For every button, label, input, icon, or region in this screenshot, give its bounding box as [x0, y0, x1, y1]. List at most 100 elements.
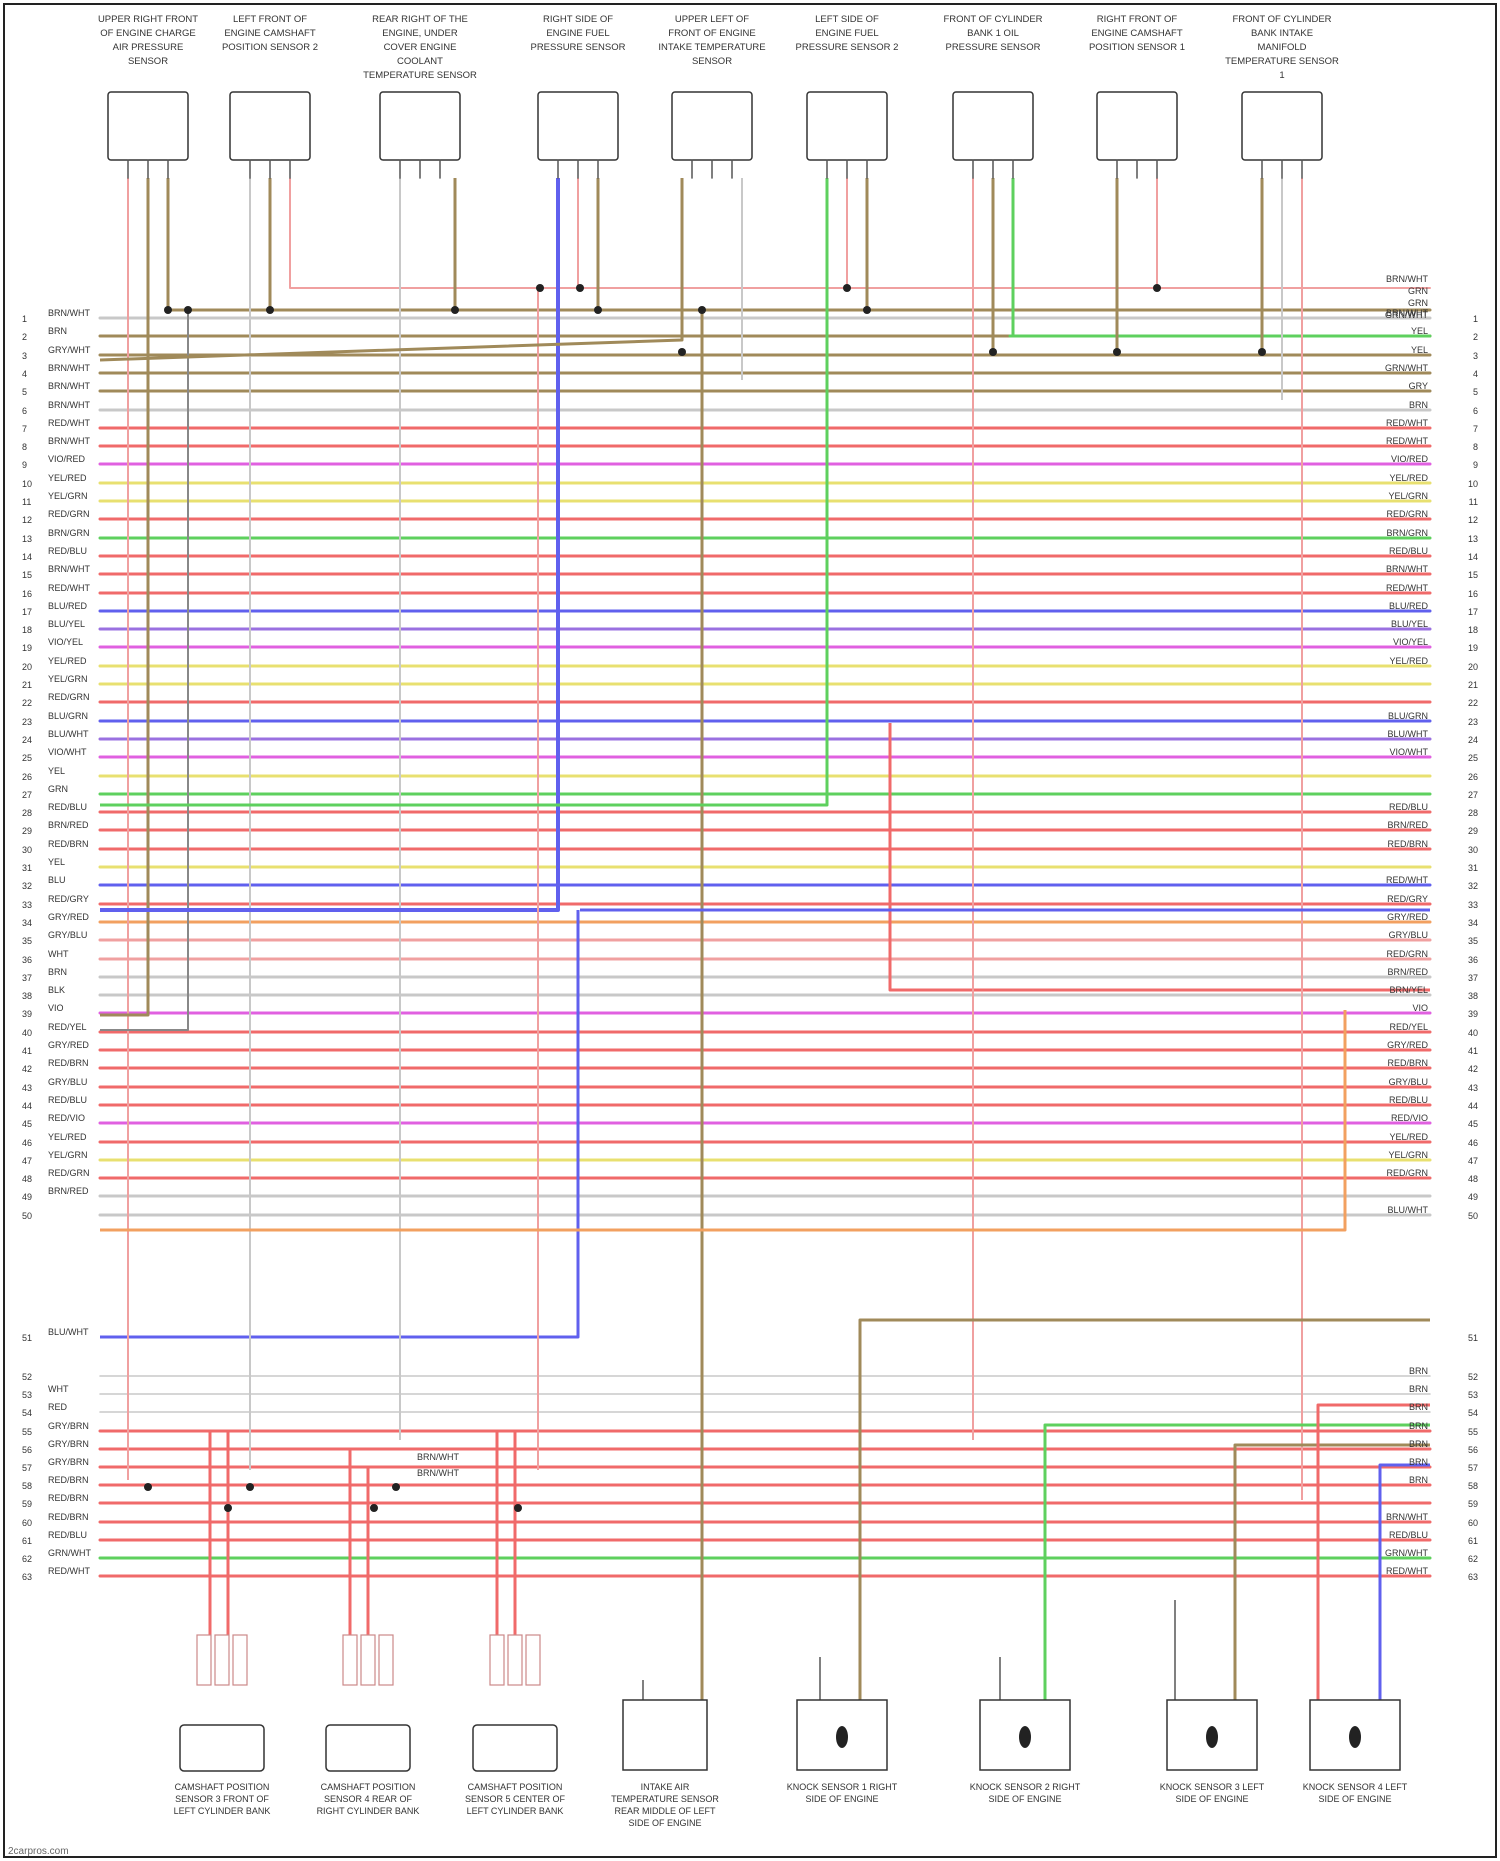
- right-wire-label: RED/WHT: [1386, 418, 1428, 428]
- left-wire-label: RED/BLU: [48, 1530, 87, 1540]
- row-number: 39: [22, 1009, 32, 1019]
- sensor-label: REAR RIGHT OF THE: [372, 14, 468, 25]
- row-number-right: 54: [1468, 1408, 1478, 1418]
- row-number-right: 34: [1468, 918, 1478, 928]
- sensor-label: UPPER LEFT OF: [675, 14, 749, 25]
- row-number: 17: [22, 607, 32, 617]
- right-wire-label: RED/WHT: [1386, 875, 1428, 885]
- left-wire-label: GRN/WHT: [48, 1548, 91, 1558]
- sensor-label: COVER ENGINE: [384, 42, 457, 53]
- sensor-label: SIDE OF ENGINE: [628, 1818, 701, 1828]
- splice-dot: [514, 1504, 522, 1512]
- sensor-label: KNOCK SENSOR 3 LEFT: [1160, 1782, 1265, 1792]
- row-number: 32: [22, 881, 32, 891]
- splice-dot: [246, 1483, 254, 1491]
- row-number: 60: [22, 1518, 32, 1528]
- row-number: 44: [22, 1101, 32, 1111]
- row-number: 40: [22, 1028, 32, 1038]
- row-number: 62: [22, 1554, 32, 1564]
- row-number: 57: [22, 1463, 32, 1473]
- right-wire-label: VIO/YEL: [1393, 637, 1428, 647]
- sensor-label: BANK 1 OIL: [967, 28, 1019, 39]
- left-wire-label: GRY/RED: [48, 912, 89, 922]
- row-number: 63: [22, 1572, 32, 1582]
- row-number-right: 2: [1473, 332, 1478, 342]
- left-wire-label: GRY/WHT: [48, 345, 91, 355]
- row-number: 50: [22, 1211, 32, 1221]
- row-number: 37: [22, 973, 32, 983]
- row-number: 52: [22, 1372, 32, 1382]
- row-number: 51: [22, 1333, 32, 1343]
- right-wire-label: BRN: [1409, 1402, 1428, 1412]
- row-number: 6: [22, 406, 27, 416]
- left-wire-label: WHT: [48, 949, 69, 959]
- row-number-right: 3: [1473, 351, 1478, 361]
- row-number-right: 29: [1468, 826, 1478, 836]
- right-wire-label: VIO/WHT: [1390, 747, 1429, 757]
- row-number-right: 46: [1468, 1138, 1478, 1148]
- row-number-right: 56: [1468, 1445, 1478, 1455]
- right-wire-label: GRN/WHT: [1385, 1548, 1428, 1558]
- left-wire-label: BLU/GRN: [48, 711, 88, 721]
- sensor-label: SIDE OF ENGINE: [1318, 1794, 1391, 1804]
- left-wire-label: RED/GRY: [48, 894, 89, 904]
- row-number: 4: [22, 369, 27, 379]
- left-wire-label: RED/VIO: [48, 1113, 85, 1123]
- row-number: 18: [22, 625, 32, 635]
- sensor-label: CAMSHAFT POSITION: [468, 1782, 563, 1792]
- splice-dot: [370, 1504, 378, 1512]
- left-wire-label: GRY/BLU: [48, 930, 87, 940]
- left-wire-label: BRN/WHT: [48, 400, 90, 410]
- top-sensor: LEFT FRONT OFENGINE CAMSHAFTPOSITION SEN…: [222, 14, 318, 178]
- sensor-box: [180, 1725, 264, 1771]
- right-wire-label: RED/BLU: [1389, 546, 1428, 556]
- row-number: 33: [22, 900, 32, 910]
- left-wire-label: BLU/WHT: [48, 1327, 89, 1337]
- row-number: 29: [22, 826, 32, 836]
- sensor-label: SIDE OF ENGINE: [1175, 1794, 1248, 1804]
- row-number: 27: [22, 790, 32, 800]
- row-number-right: 25: [1468, 753, 1478, 763]
- left-wire-label: VIO/RED: [48, 454, 86, 464]
- row-number: 12: [22, 515, 32, 525]
- row-number-right: 20: [1468, 662, 1478, 672]
- row-number: 20: [22, 662, 32, 672]
- connector-pin: [361, 1635, 375, 1685]
- row-number-right: 15: [1468, 570, 1478, 580]
- row-number: 9: [22, 460, 27, 470]
- left-wire-label: RED/YEL: [48, 1022, 87, 1032]
- left-wire-label: RED/BRN: [48, 1058, 89, 1068]
- sensor-label: PRESSURE SENSOR: [945, 42, 1040, 53]
- splice-dot: [594, 306, 602, 314]
- right-wire-label: BRN/RED: [1387, 820, 1428, 830]
- sensor-label: BANK INTAKE: [1251, 28, 1313, 39]
- row-number-right: 45: [1468, 1119, 1478, 1129]
- sensor-label: PRESSURE SENSOR 2: [796, 42, 899, 53]
- row-number: 43: [22, 1083, 32, 1093]
- left-wire-label: GRY/RED: [48, 1040, 89, 1050]
- splice-dot: [1258, 348, 1266, 356]
- sensor-label: TEMPERATURE SENSOR: [1225, 56, 1339, 67]
- left-wire-label: GRN: [48, 784, 68, 794]
- row-number: 3: [22, 351, 27, 361]
- sensor-label: INTAKE TEMPERATURE: [658, 42, 765, 53]
- left-wire-label: GRY/BRN: [48, 1439, 89, 1449]
- knock-element: [1019, 1726, 1031, 1748]
- bottom-sensor: KNOCK SENSOR 1 RIGHTSIDE OF ENGINE: [787, 1700, 898, 1804]
- row-number: 36: [22, 955, 32, 965]
- row-number: 15: [22, 570, 32, 580]
- right-wire-label: GRY: [1409, 381, 1428, 391]
- left-wire-label: RED/WHT: [48, 1566, 90, 1576]
- left-wire-label: YEL/RED: [48, 473, 87, 483]
- sensor-label: PRESSURE SENSOR: [530, 42, 625, 53]
- row-number: 14: [22, 552, 32, 562]
- right-wire-label: BLU/RED: [1389, 601, 1429, 611]
- left-wire-label: BRN/WHT: [48, 363, 90, 373]
- row-number-right: 8: [1473, 442, 1478, 452]
- left-wire-label: YEL: [48, 857, 65, 867]
- left-wire-label: BLU/RED: [48, 601, 88, 611]
- sensor-box: [108, 92, 188, 160]
- sensor-box: [326, 1725, 410, 1771]
